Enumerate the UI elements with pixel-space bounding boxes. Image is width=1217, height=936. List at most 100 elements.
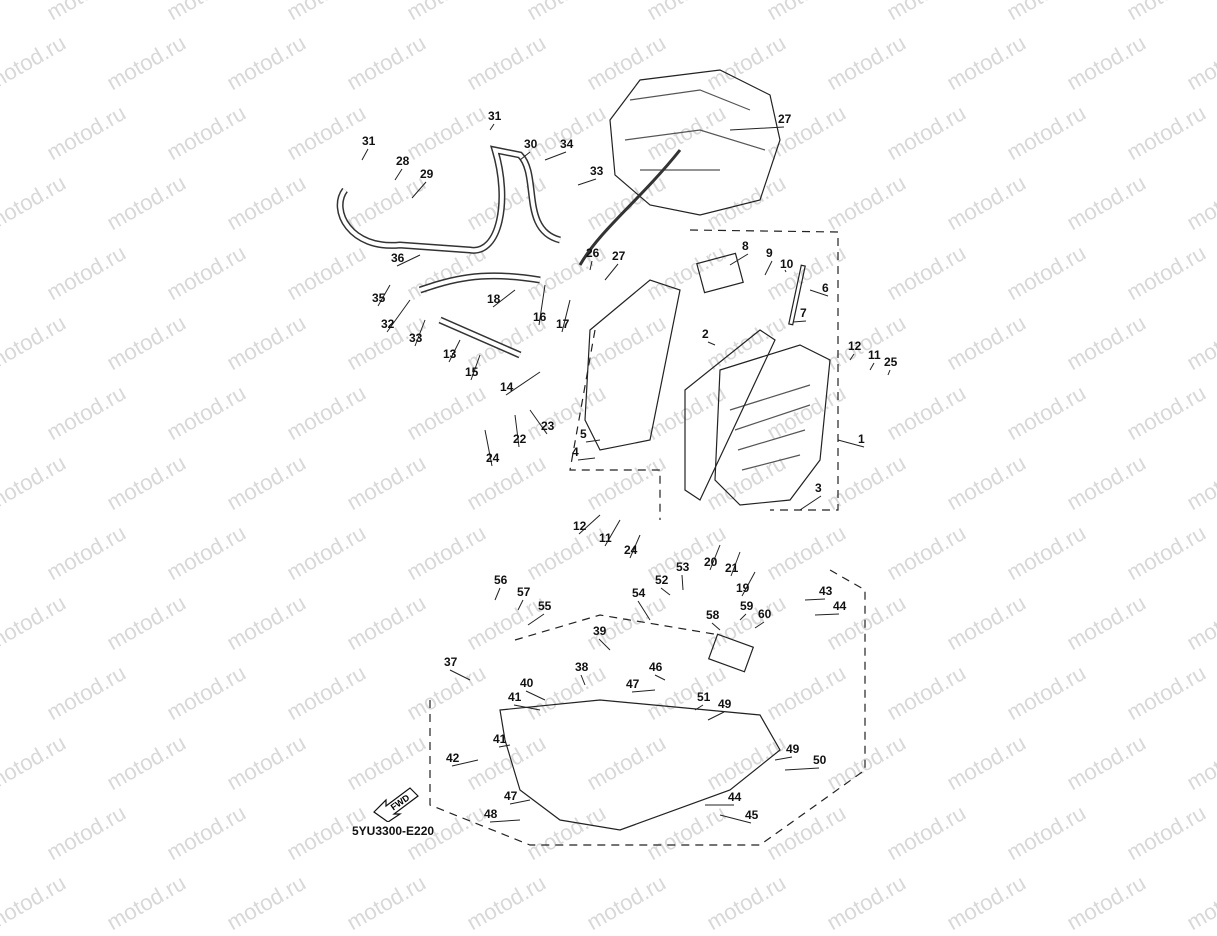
leader-line — [514, 414, 520, 448]
part-callout-22: 22 — [513, 432, 527, 446]
leader-line — [577, 457, 596, 461]
crankcase-cover — [584, 279, 681, 451]
part-callout-37: 37 — [444, 655, 458, 669]
part-callout-27: 27 — [778, 112, 792, 126]
part-callout-47: 47 — [504, 789, 518, 803]
part-callout-21: 21 — [725, 561, 739, 575]
part-callout-24: 24 — [486, 451, 500, 465]
leader-line — [414, 319, 426, 347]
skid-plate-frame — [429, 569, 866, 846]
part-callout-17: 17 — [556, 317, 570, 331]
leader-line — [764, 260, 773, 276]
leader-line — [578, 514, 601, 535]
leader-line — [529, 409, 548, 435]
part-callout-43: 43 — [819, 584, 833, 598]
leader-line — [517, 599, 524, 611]
leader-line — [411, 181, 427, 199]
part-callout-6: 6 — [822, 281, 829, 295]
gasket — [684, 329, 776, 501]
leader-line — [709, 544, 721, 571]
leader-line — [792, 320, 807, 323]
leader-line — [729, 126, 785, 131]
part-callout-34: 34 — [560, 137, 574, 151]
part-callout-44: 44 — [833, 599, 847, 613]
leader-line — [711, 622, 721, 631]
part-callout-49: 49 — [786, 742, 800, 756]
leader-line — [494, 587, 501, 601]
leader-line — [589, 260, 593, 271]
leader-line — [604, 263, 619, 281]
part-callout-40: 40 — [520, 676, 534, 690]
skid-plate — [499, 699, 781, 831]
part-callout-55: 55 — [538, 599, 552, 613]
leader-line — [449, 669, 471, 681]
part-callout-26: 26 — [586, 246, 600, 260]
part-callout-36: 36 — [391, 251, 405, 265]
leader-line — [498, 744, 511, 748]
leader-line — [784, 767, 820, 771]
part-callout-44: 44 — [728, 790, 742, 804]
part-callout-31: 31 — [488, 109, 502, 123]
part-callout-58: 58 — [706, 608, 720, 622]
leader-line — [525, 690, 546, 701]
part-callout-31: 31 — [362, 134, 376, 148]
part-callout-12: 12 — [573, 519, 587, 533]
leader-line — [509, 799, 531, 805]
part-callout-7: 7 — [800, 306, 807, 320]
part-callout-12: 12 — [848, 339, 862, 353]
leader-line — [470, 354, 481, 381]
part-callout-2: 2 — [702, 327, 709, 341]
leader-line — [707, 711, 725, 721]
bracket-lower — [707, 633, 755, 673]
part-callout-33: 33 — [590, 164, 604, 178]
leader-line — [887, 369, 891, 376]
leader-line — [774, 756, 793, 761]
leader-line — [489, 819, 521, 823]
part-callout-10: 10 — [780, 257, 794, 271]
part-callout-45: 45 — [745, 808, 759, 822]
assembly-frame-upper — [689, 229, 839, 511]
leader-line — [754, 621, 765, 629]
part-callout-54: 54 — [632, 586, 646, 600]
leader-line — [394, 168, 403, 181]
engine-outline — [609, 69, 781, 216]
leader-line — [814, 613, 840, 616]
leader-line — [448, 339, 461, 363]
leader-line — [527, 613, 545, 626]
leader-line — [577, 178, 597, 186]
part-callout-38: 38 — [575, 660, 589, 674]
leader-line — [730, 551, 741, 577]
part-callout-19: 19 — [736, 581, 750, 595]
leader-line — [837, 439, 865, 448]
leader-line — [396, 254, 421, 267]
oil-tank — [714, 344, 831, 506]
leader-line — [631, 689, 656, 693]
part-callout-46: 46 — [649, 660, 663, 674]
leader-line — [799, 495, 822, 511]
leader-line — [849, 353, 855, 361]
part-callout-18: 18 — [487, 292, 501, 306]
part-callout-53: 53 — [676, 560, 690, 574]
leader-line — [513, 704, 541, 711]
leader-line — [654, 674, 666, 681]
leader-line — [544, 151, 567, 161]
part-callout-47: 47 — [626, 677, 640, 691]
leader-line — [377, 284, 391, 307]
dipstick — [788, 264, 806, 326]
leader-line — [361, 148, 369, 161]
leader-line — [598, 638, 611, 651]
part-callout-15: 15 — [465, 365, 479, 379]
leader-line — [707, 341, 716, 346]
drawing-code: 5YU3300-E220 — [352, 824, 435, 838]
leader-line — [505, 371, 541, 396]
part-callout-60: 60 — [758, 607, 772, 621]
part-callout-49: 49 — [718, 697, 732, 711]
part-callout-14: 14 — [500, 380, 514, 394]
part-callout-29: 29 — [420, 167, 434, 181]
part-callout-20: 20 — [704, 555, 718, 569]
leader-line — [629, 534, 641, 559]
leader-line — [784, 269, 787, 273]
leader-line — [484, 429, 493, 467]
part-callout-39: 39 — [593, 624, 607, 638]
part-callout-33: 33 — [409, 331, 423, 345]
